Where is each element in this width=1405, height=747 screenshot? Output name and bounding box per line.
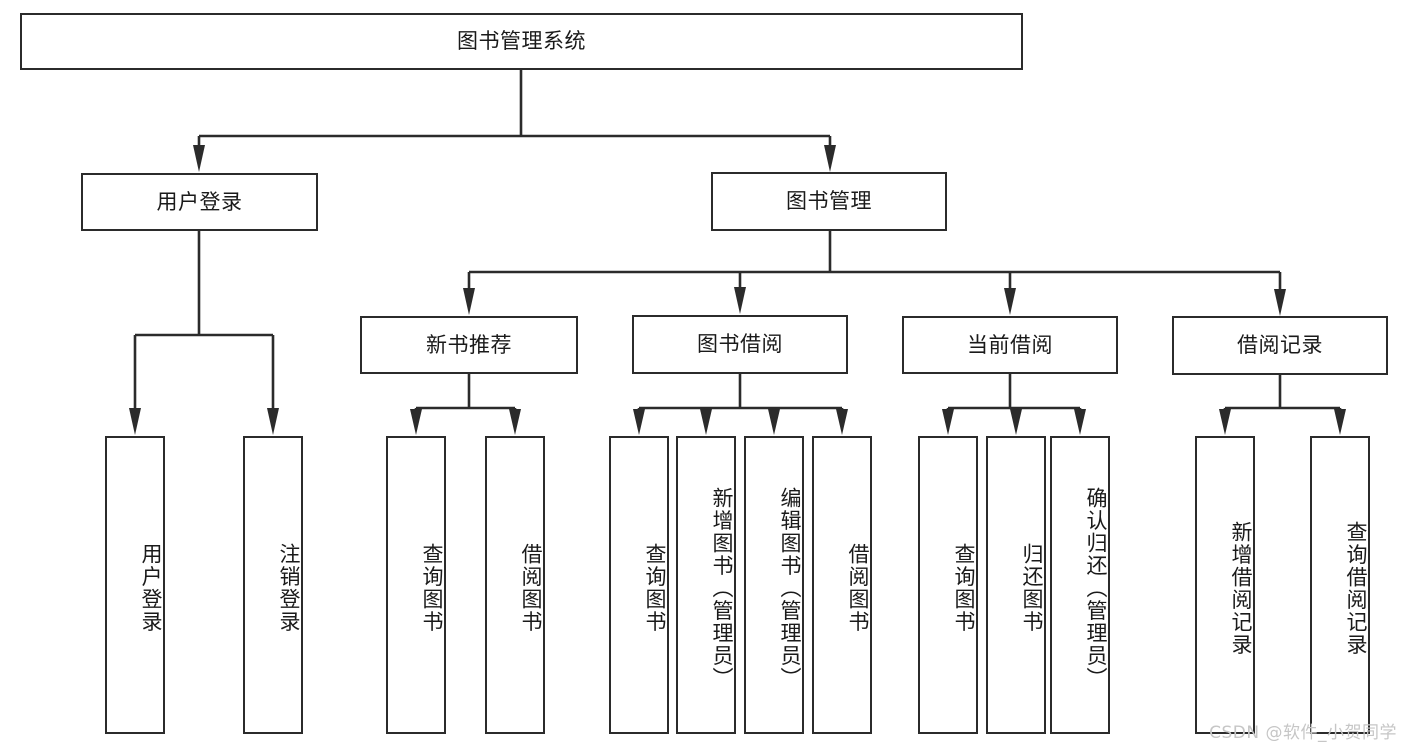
leaf-borrow-book[interactable]: 借阅图书 bbox=[812, 436, 872, 734]
arrowhead-leaf-confirm-return bbox=[1074, 409, 1086, 435]
arrowhead-book-borrow bbox=[734, 287, 746, 314]
arrowhead-leaf-borrow-book bbox=[836, 409, 848, 435]
leaf-query-book-borrow[interactable]: 查询图书 bbox=[609, 436, 669, 734]
arrowhead-leaf-query-borrow-record bbox=[1334, 409, 1346, 435]
arrowhead-leaf-add-book bbox=[700, 409, 712, 435]
arrowhead-leaf-borrow-book-recommend bbox=[509, 409, 521, 435]
arrowhead-leaf-query-book-recommend bbox=[410, 409, 422, 435]
node-current-borrow[interactable]: 当前借阅 bbox=[902, 316, 1118, 374]
node-book-manage[interactable]: 图书管理 bbox=[711, 172, 947, 231]
node-user-login[interactable]: 用户登录 bbox=[81, 173, 318, 231]
arrowhead-borrow-record bbox=[1274, 289, 1286, 316]
arrowhead-current-borrow bbox=[1004, 288, 1016, 315]
leaf-user-login[interactable]: 用户登录 bbox=[105, 436, 165, 734]
node-root-title[interactable]: 图书管理系统 bbox=[20, 13, 1023, 70]
leaf-logout[interactable]: 注销登录 bbox=[243, 436, 303, 734]
arrowhead-leaf-return-book bbox=[1010, 409, 1022, 435]
arrowhead-leaf-logout bbox=[267, 408, 279, 435]
leaf-query-book-current[interactable]: 查询图书 bbox=[918, 436, 978, 734]
leaf-add-borrow-record[interactable]: 新增借阅记录 bbox=[1195, 436, 1255, 734]
node-new-book-recommend[interactable]: 新书推荐 bbox=[360, 316, 578, 374]
leaf-query-book-recommend[interactable]: 查询图书 bbox=[386, 436, 446, 734]
leaf-confirm-return[interactable]: 确认归还（管理员） bbox=[1050, 436, 1110, 734]
leaf-return-book[interactable]: 归还图书 bbox=[986, 436, 1046, 734]
arrowhead-leaf-query-book-borrow bbox=[633, 409, 645, 435]
arrowheads bbox=[129, 145, 1346, 435]
leaf-edit-book[interactable]: 编辑图书（管理员） bbox=[744, 436, 804, 734]
arrowhead-user-login bbox=[193, 145, 205, 172]
arrowhead-leaf-edit-book bbox=[768, 409, 780, 435]
leaf-query-borrow-record[interactable]: 查询借阅记录 bbox=[1310, 436, 1370, 734]
node-book-borrow[interactable]: 图书借阅 bbox=[632, 315, 848, 374]
node-borrow-record[interactable]: 借阅记录 bbox=[1172, 316, 1388, 375]
arrowhead-leaf-user-login bbox=[129, 408, 141, 435]
leaf-add-book[interactable]: 新增图书（管理员） bbox=[676, 436, 736, 734]
arrowhead-new-book-recommend bbox=[463, 288, 475, 315]
arrowhead-book-manage bbox=[824, 145, 836, 172]
leaf-borrow-book-recommend[interactable]: 借阅图书 bbox=[485, 436, 545, 734]
arrowhead-leaf-add-borrow-record bbox=[1219, 409, 1231, 435]
arrowhead-leaf-query-book-current bbox=[942, 409, 954, 435]
